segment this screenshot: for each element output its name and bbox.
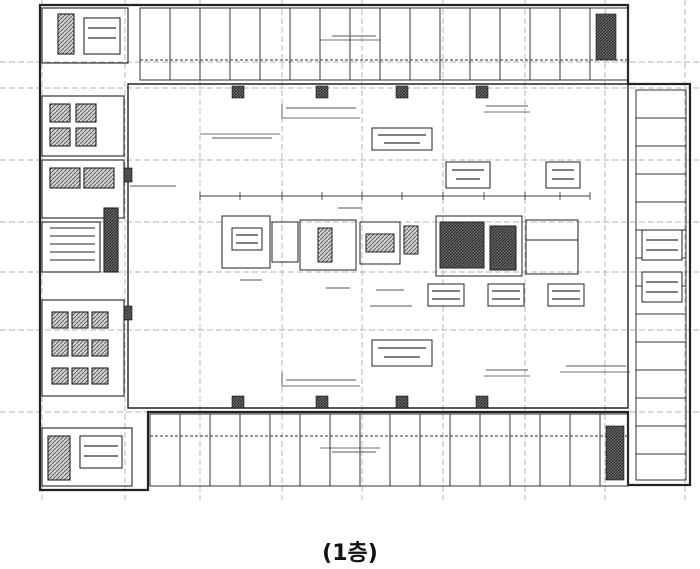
floor-caption: (1층) [322,541,378,566]
room-label-boxes [79,17,683,469]
columns [123,13,625,481]
building-outline [38,3,692,492]
bottom-parking-bays [149,413,629,487]
dimension-line [199,192,591,200]
annotation-lines [200,39,630,449]
annotation-text-scribbles [130,35,626,453]
top-parking-bays [139,7,629,81]
left-core-rooms [41,7,133,487]
floor-plan-drawing [0,0,700,500]
room-label-text-lines [84,27,678,457]
